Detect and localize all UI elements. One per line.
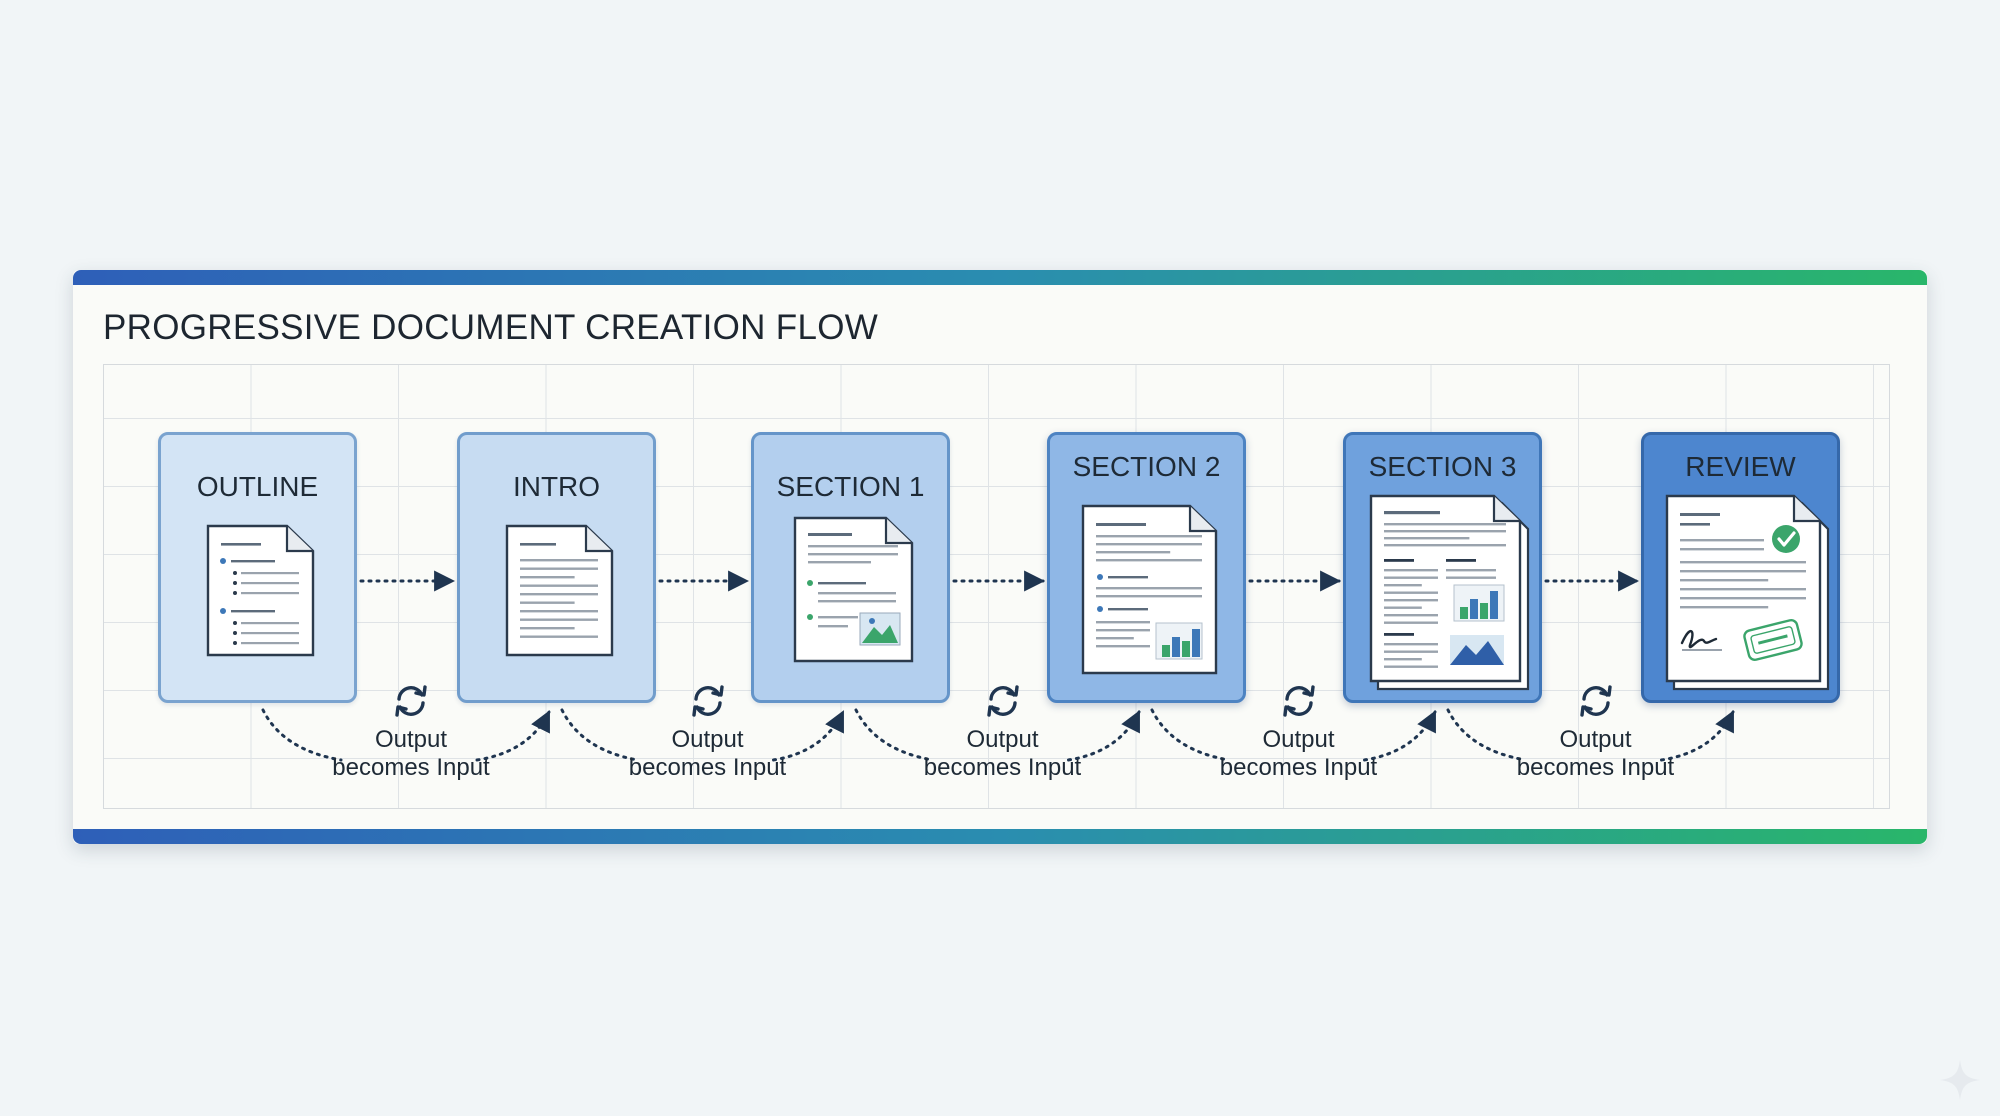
document-with-chart-icon xyxy=(1081,504,1218,675)
loop-label-line1: Output xyxy=(1559,726,1632,753)
loop-label-line1: Output xyxy=(966,726,1039,753)
loop-curve-out-4 xyxy=(1363,710,1437,762)
loop-curve-in-2 xyxy=(560,708,639,762)
refresh-icon xyxy=(986,685,1019,717)
loop-label-line2: becomes Input xyxy=(628,754,787,781)
stage-card-2: INTRO xyxy=(457,432,656,703)
stage-label: SECTION 2 xyxy=(1072,451,1221,482)
stacked-document-icon xyxy=(1369,494,1530,691)
loop-curve-out-5 xyxy=(1660,710,1735,762)
refresh-icon xyxy=(691,685,724,717)
flow-panel: PROGRESSIVE DOCUMENT CREATION FLOW xyxy=(73,270,1927,844)
loop-label-line2: becomes Input xyxy=(332,754,490,781)
top-gradient-bar xyxy=(73,270,1927,285)
outline-document-icon xyxy=(206,524,315,657)
refresh-icon xyxy=(1282,685,1315,717)
loop-curve-out-2 xyxy=(772,710,845,762)
loop-curve-in-4 xyxy=(1150,708,1230,762)
loop-curve-in-5 xyxy=(1446,708,1527,762)
text-document-icon xyxy=(505,524,614,657)
loop-label-line2: becomes Input xyxy=(1516,754,1675,781)
stage-label: REVIEW xyxy=(1685,451,1796,482)
stage-card-4: SECTION 2 xyxy=(1047,432,1246,703)
diagram-title: PROGRESSIVE DOCUMENT CREATION FLOW xyxy=(103,308,879,347)
sparkle-icon xyxy=(1940,1060,1980,1100)
bottom-gradient-bar xyxy=(73,829,1927,844)
loop-curve-out-3 xyxy=(1067,710,1141,762)
stage-label: SECTION 1 xyxy=(776,471,925,502)
stage-card-5: SECTION 3 xyxy=(1343,432,1542,703)
loop-label-line1: Output xyxy=(374,726,448,753)
loop-label-line1: Output xyxy=(1262,726,1335,753)
loop-curve-out-1 xyxy=(475,710,551,762)
document-with-image-icon xyxy=(793,516,914,663)
loop-label-line2: becomes Input xyxy=(923,754,1082,781)
stage-label: INTRO xyxy=(512,471,601,502)
stage-card-6: REVIEW xyxy=(1641,432,1840,703)
refresh-icon xyxy=(395,685,427,717)
background-grid xyxy=(103,364,1890,809)
approved-document-icon xyxy=(1665,494,1830,691)
loop-curve-in-1 xyxy=(261,708,343,762)
stage-label: OUTLINE xyxy=(196,471,319,502)
stage-card-1: OUTLINE xyxy=(158,432,357,703)
loop-label-line2: becomes Input xyxy=(1219,754,1378,781)
stage-label: SECTION 3 xyxy=(1368,451,1517,482)
loop-curve-in-3 xyxy=(854,708,934,762)
stage-card-3: SECTION 1 xyxy=(751,432,950,703)
loop-label-line1: Output xyxy=(671,726,744,753)
refresh-icon xyxy=(1579,685,1612,717)
